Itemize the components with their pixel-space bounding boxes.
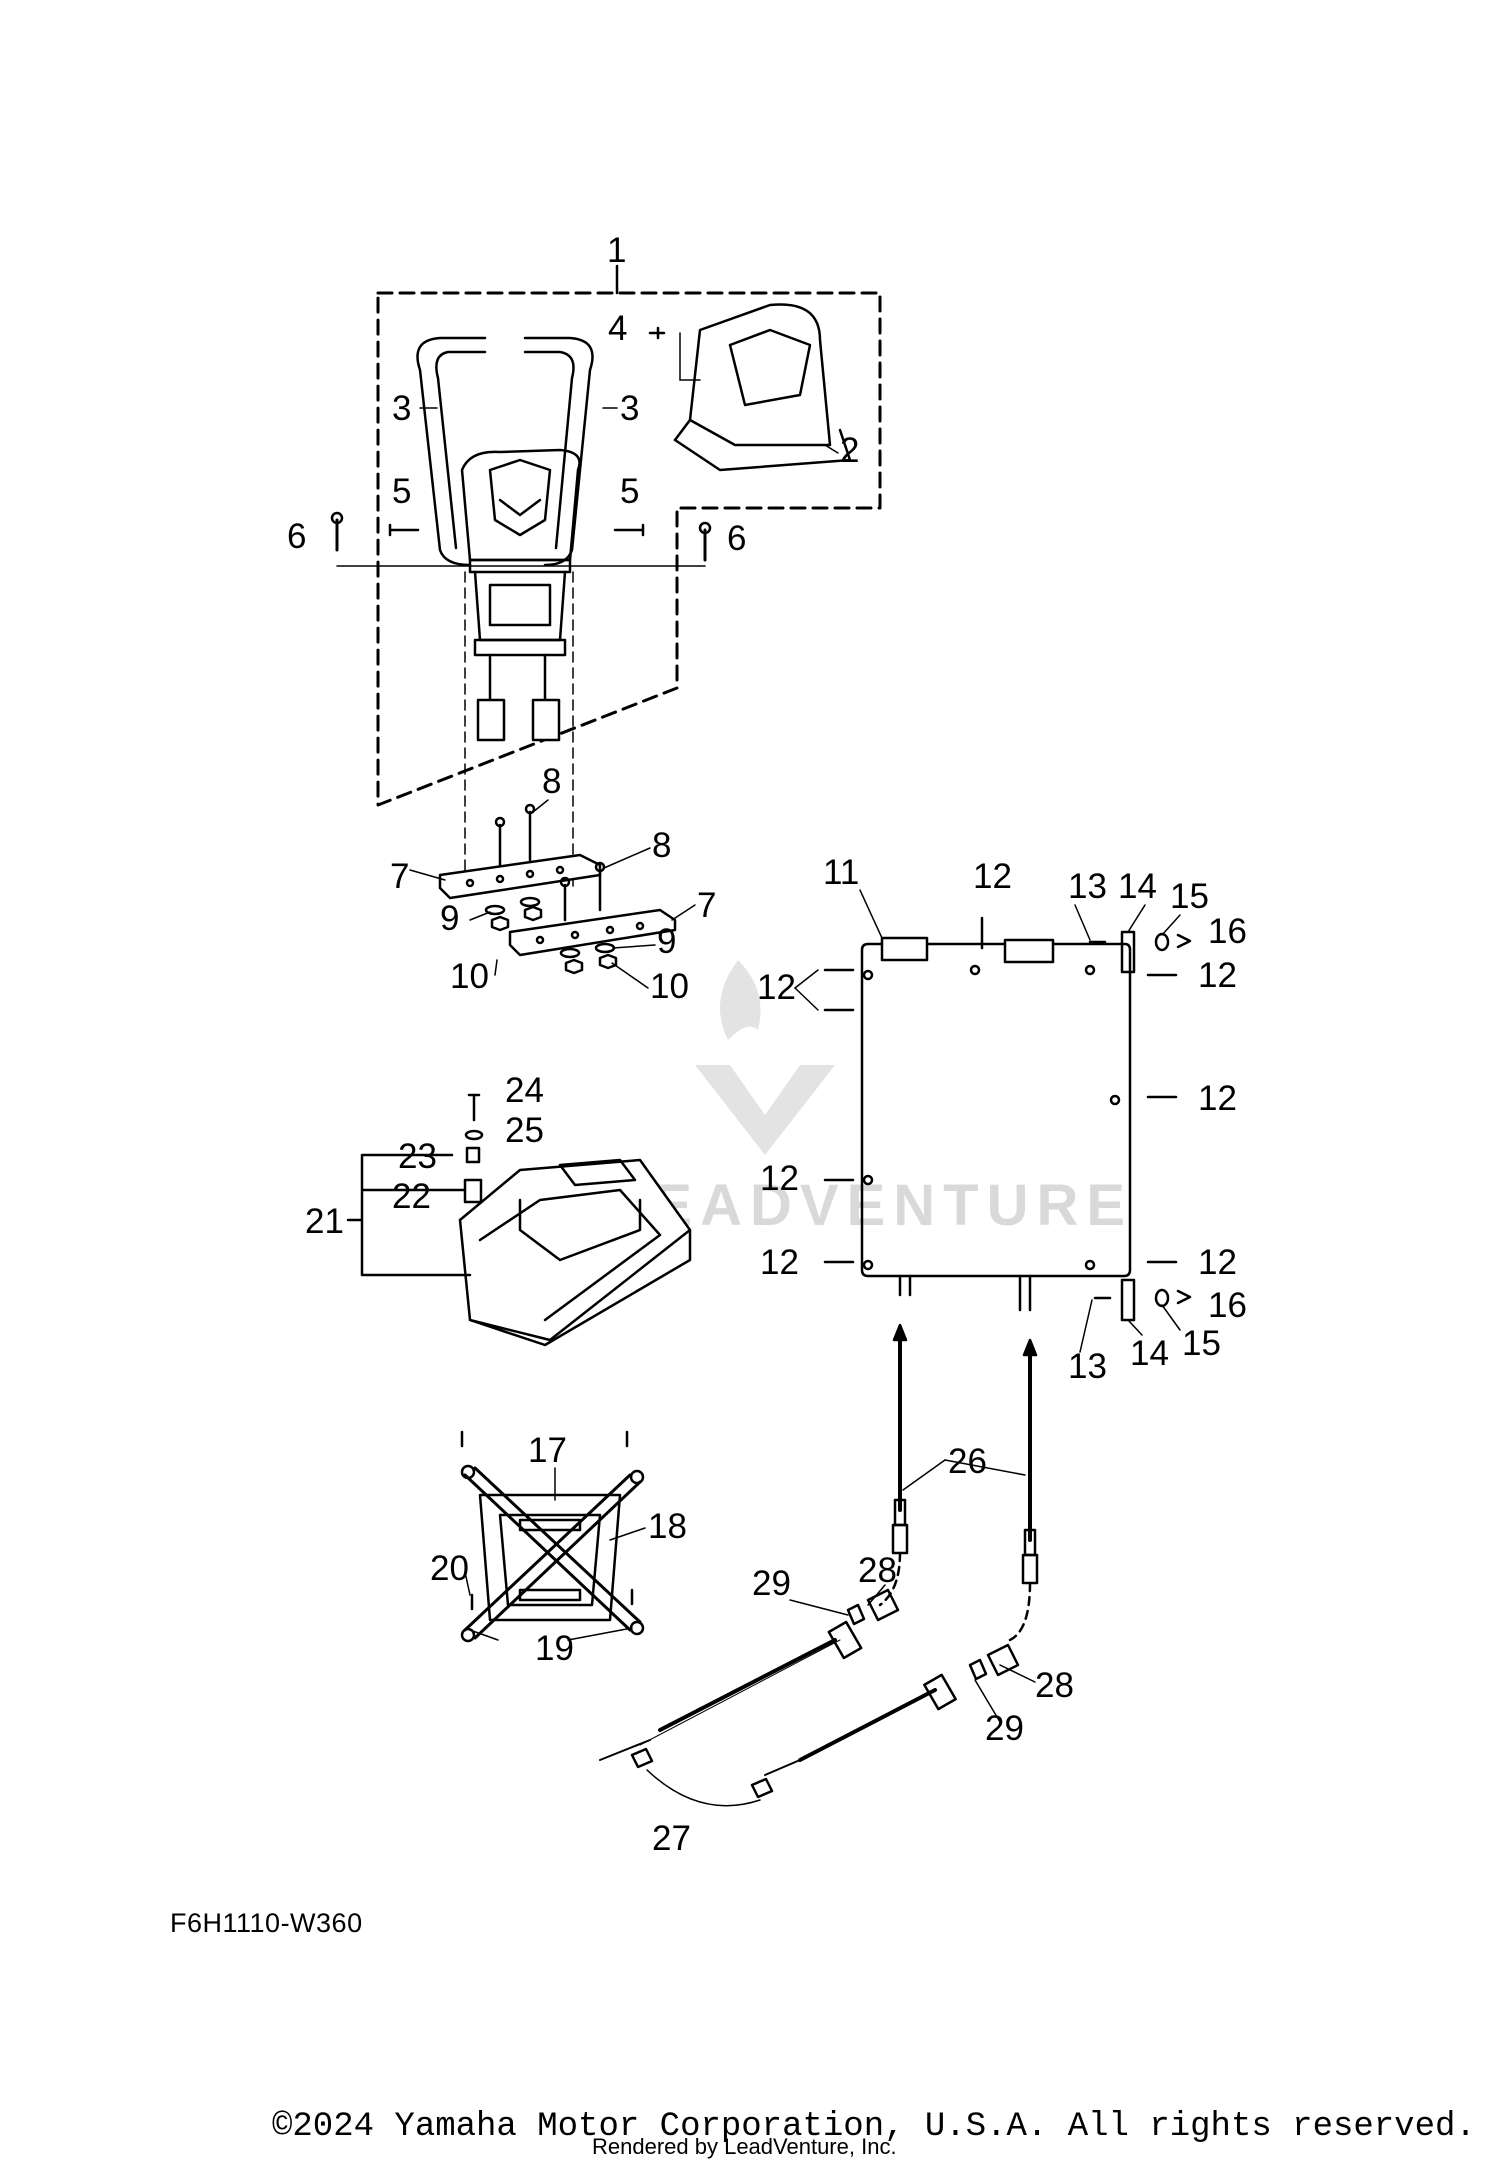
screw-6-left xyxy=(330,511,344,552)
bolts-8 xyxy=(494,803,606,922)
callout-10-left: 10 xyxy=(450,957,489,996)
callout-18: 18 xyxy=(648,1507,687,1546)
control-unit-11 xyxy=(860,936,1132,1312)
screw-6-right xyxy=(698,521,712,562)
copyright-notice: ©2024 Yamaha Motor Corporation, U.S.A. A… xyxy=(272,2108,1476,2146)
callout-17: 17 xyxy=(528,1431,567,1470)
screw-4 xyxy=(648,326,666,340)
callout-29-bottom: 29 xyxy=(985,1709,1024,1748)
callout-12-right-bottom: 12 xyxy=(1198,1243,1237,1282)
callout-12-top: 12 xyxy=(973,857,1012,896)
callout-13-top: 13 xyxy=(1068,867,1107,906)
callout-8-top: 8 xyxy=(542,762,561,801)
callout-25: 25 xyxy=(505,1111,544,1150)
callout-3-right: 3 xyxy=(620,389,639,428)
leader-lines xyxy=(409,407,1181,1723)
cable-26-right xyxy=(1008,1353,1039,1642)
callout-6-right: 6 xyxy=(727,519,746,558)
connectors-27-28-29 xyxy=(630,1588,1020,1807)
callout-14-top: 14 xyxy=(1118,867,1157,906)
callout-12-left-top: 12 xyxy=(757,968,796,1007)
callout-14-bottom: 14 xyxy=(1130,1334,1169,1373)
lever-housing xyxy=(460,448,581,891)
callout-19: 19 xyxy=(535,1629,574,1668)
fuse-holder-22 xyxy=(463,1178,483,1204)
callout-15-top: 15 xyxy=(1170,877,1209,916)
callout-15-bottom: 15 xyxy=(1182,1324,1221,1363)
screw-24 xyxy=(467,1093,481,1122)
callout-3-left: 3 xyxy=(392,389,411,428)
callout-23: 23 xyxy=(398,1137,437,1176)
fuse-23 xyxy=(465,1146,481,1164)
nuts-10 xyxy=(490,905,618,975)
washer-25 xyxy=(464,1129,484,1141)
callout-28-top: 28 xyxy=(858,1551,897,1590)
diagram-code: F6H1110-W360 xyxy=(170,1908,363,1938)
callout-24: 24 xyxy=(505,1071,544,1110)
callout-6-left: 6 xyxy=(287,517,306,556)
callout-29-top: 29 xyxy=(752,1564,791,1603)
callout-7-left: 7 xyxy=(390,857,409,896)
callout-12-left-mid: 12 xyxy=(760,1159,799,1198)
screw-5-right xyxy=(613,523,645,537)
arrows xyxy=(892,1323,1038,1357)
cable-27-right xyxy=(764,1673,957,1776)
callout-20: 20 xyxy=(430,1549,469,1588)
callout-12-right-mid: 12 xyxy=(1198,1079,1237,1118)
callout-12-left-bottom: 12 xyxy=(760,1243,799,1282)
cover-housing xyxy=(673,303,852,472)
mount-plate-upper xyxy=(438,853,602,900)
assembly-1-outline xyxy=(376,264,882,807)
callout-2: 2 xyxy=(840,431,859,470)
callout-4: 4 xyxy=(608,309,627,348)
screws-12 xyxy=(823,916,1178,1264)
callout-12-right-top: 12 xyxy=(1198,956,1237,995)
callout-1: 1 xyxy=(607,231,626,270)
screw-5-left xyxy=(388,523,420,537)
callout-labels: 1 2 3 3 4 5 5 6 6 7 7 8 8 9 9 10 10 11 1… xyxy=(287,231,1247,1858)
side-panel-left xyxy=(416,336,487,567)
callout-16-bottom: 16 xyxy=(1208,1286,1247,1325)
callout-9-right: 9 xyxy=(657,922,676,961)
callout-22: 22 xyxy=(392,1177,431,1216)
cable-27-left xyxy=(599,1620,863,1761)
stays-19 xyxy=(460,1464,645,1643)
callout-11: 11 xyxy=(823,853,859,892)
callout-13-bottom: 13 xyxy=(1068,1347,1107,1386)
mount-plate-lower xyxy=(508,908,677,957)
callout-9-left: 9 xyxy=(440,899,459,938)
render-credit: Rendered by LeadVenture, Inc. xyxy=(592,2134,897,2159)
relay-box-21 xyxy=(346,1093,692,1347)
cable-26-left xyxy=(878,1338,909,1607)
callout-28-bottom: 28 xyxy=(1035,1666,1074,1705)
callout-16-top: 16 xyxy=(1208,912,1247,951)
screws-20 xyxy=(460,1430,634,1611)
callout-27: 27 xyxy=(652,1819,691,1858)
callout-5-right: 5 xyxy=(620,472,639,511)
callout-10-right: 10 xyxy=(650,967,689,1006)
callout-21: 21 xyxy=(305,1202,344,1241)
callout-5-left: 5 xyxy=(392,472,411,511)
side-panel-right xyxy=(523,336,594,567)
callout-7-right: 7 xyxy=(697,886,716,925)
callout-8-right: 8 xyxy=(652,826,671,865)
